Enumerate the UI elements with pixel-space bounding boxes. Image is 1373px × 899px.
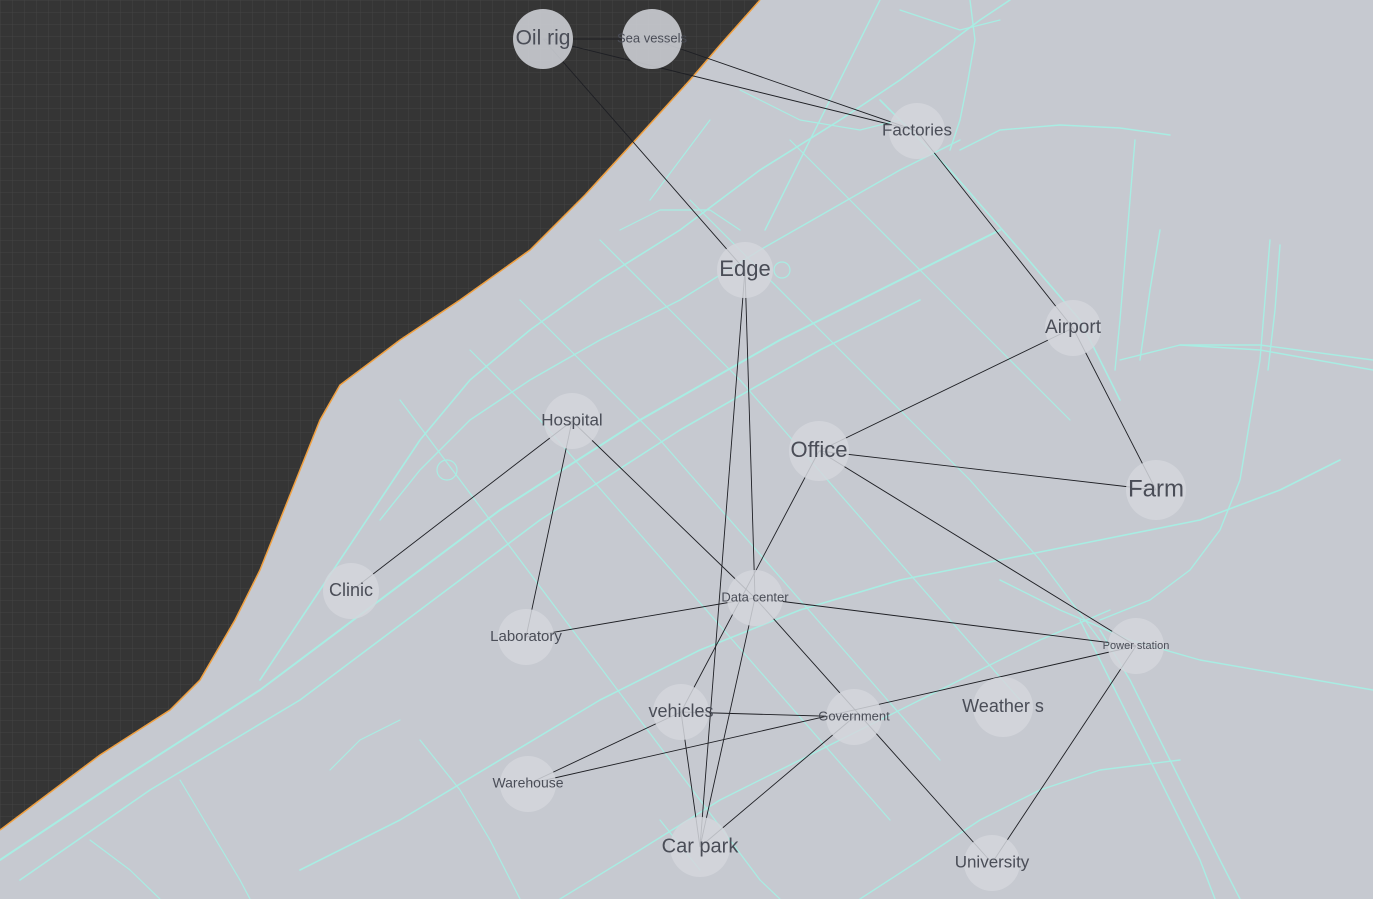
node-label: vehicles: [648, 701, 713, 721]
node-farm[interactable]: Farm: [1126, 460, 1186, 520]
node-circle[interactable]: [500, 756, 556, 812]
node-university[interactable]: University: [955, 835, 1030, 891]
node-label: Power station: [1103, 640, 1170, 652]
node-car-park[interactable]: Car park: [662, 817, 740, 877]
node-circle[interactable]: [622, 9, 682, 69]
node-circle[interactable]: [513, 9, 573, 69]
link-sea-vessels-factories: [651, 38, 918, 132]
node-circle[interactable]: [670, 817, 730, 877]
node-data-center[interactable]: Data center: [721, 570, 789, 626]
node-label: Office: [790, 437, 847, 462]
node-label: Edge: [719, 256, 770, 281]
link-edge-data-center: [744, 269, 756, 599]
link-office-power-station: [818, 450, 1137, 647]
node-circle[interactable]: [973, 677, 1033, 737]
node-factories[interactable]: Factories: [882, 103, 952, 159]
node-circle[interactable]: [653, 684, 709, 740]
node-label: Clinic: [329, 580, 373, 600]
node-label: Hospital: [541, 410, 602, 429]
link-data-center-power-station: [754, 597, 1137, 647]
node-circle[interactable]: [789, 421, 849, 481]
node-label: Laboratory: [490, 628, 562, 645]
node-airport[interactable]: Airport: [1045, 300, 1102, 356]
node-label: Farm: [1128, 475, 1184, 502]
node-label: Factories: [882, 120, 952, 139]
node-oil-rig[interactable]: Oil rig: [513, 9, 573, 69]
node-label: Airport: [1045, 317, 1102, 338]
node-government[interactable]: Government: [818, 689, 890, 745]
node-circle[interactable]: [826, 689, 882, 745]
link-hospital-data-center: [571, 420, 756, 599]
node-circle[interactable]: [323, 563, 379, 619]
node-circle[interactable]: [889, 103, 945, 159]
link-oil-rig-edge: [542, 38, 746, 271]
node-label: Warehouse: [492, 775, 563, 791]
link-airport-farm: [1072, 327, 1157, 491]
node-warehouse[interactable]: Warehouse: [492, 756, 564, 812]
node-circle[interactable]: [544, 393, 600, 449]
link-hospital-laboratory: [525, 420, 573, 638]
node-circle[interactable]: [717, 242, 773, 298]
node-office[interactable]: Office: [789, 421, 849, 481]
node-label: Government: [818, 708, 890, 723]
node-hospital[interactable]: Hospital: [541, 393, 603, 449]
node-label: Car park: [662, 835, 740, 857]
link-data-center-car-park: [699, 597, 756, 848]
node-label: Weather s: [962, 696, 1044, 716]
node-vehicles[interactable]: vehicles: [648, 684, 714, 740]
node-circle[interactable]: [964, 835, 1020, 891]
link-oil-rig-factories: [542, 38, 918, 132]
node-edge[interactable]: Edge: [717, 242, 773, 298]
link-vehicles-warehouse: [527, 711, 682, 785]
node-power-station[interactable]: Power station: [1103, 618, 1170, 674]
node-sea-vessels[interactable]: Sea vessels: [617, 9, 688, 69]
node-circle[interactable]: [1045, 300, 1101, 356]
coastline: [0, 0, 761, 831]
node-laboratory[interactable]: Laboratory: [490, 609, 562, 665]
link-factories-airport: [916, 130, 1074, 329]
link-airport-office: [818, 327, 1074, 452]
node-circle[interactable]: [1108, 618, 1164, 674]
link-hospital-clinic: [350, 420, 573, 592]
link-government-car-park: [699, 716, 855, 848]
link-office-farm: [818, 450, 1157, 491]
node-circle[interactable]: [498, 609, 554, 665]
node-label: Sea vessels: [617, 30, 688, 45]
node-label: Oil rig: [516, 27, 571, 50]
node-weather[interactable]: Weather s: [962, 677, 1044, 737]
node-clinic[interactable]: Clinic: [323, 563, 379, 619]
node-label: Data center: [721, 589, 789, 604]
link-edge-car-park: [699, 269, 746, 848]
node-circle[interactable]: [1126, 460, 1186, 520]
node-layer: Oil rig Sea vesselsFactoriesEdgeAirportHo…: [323, 9, 1186, 891]
link-laboratory-data-center: [525, 597, 756, 638]
water-area: [0, 0, 760, 830]
node-label: University: [955, 852, 1030, 871]
node-circle[interactable]: [727, 570, 783, 626]
link-power-station-university: [991, 645, 1137, 864]
